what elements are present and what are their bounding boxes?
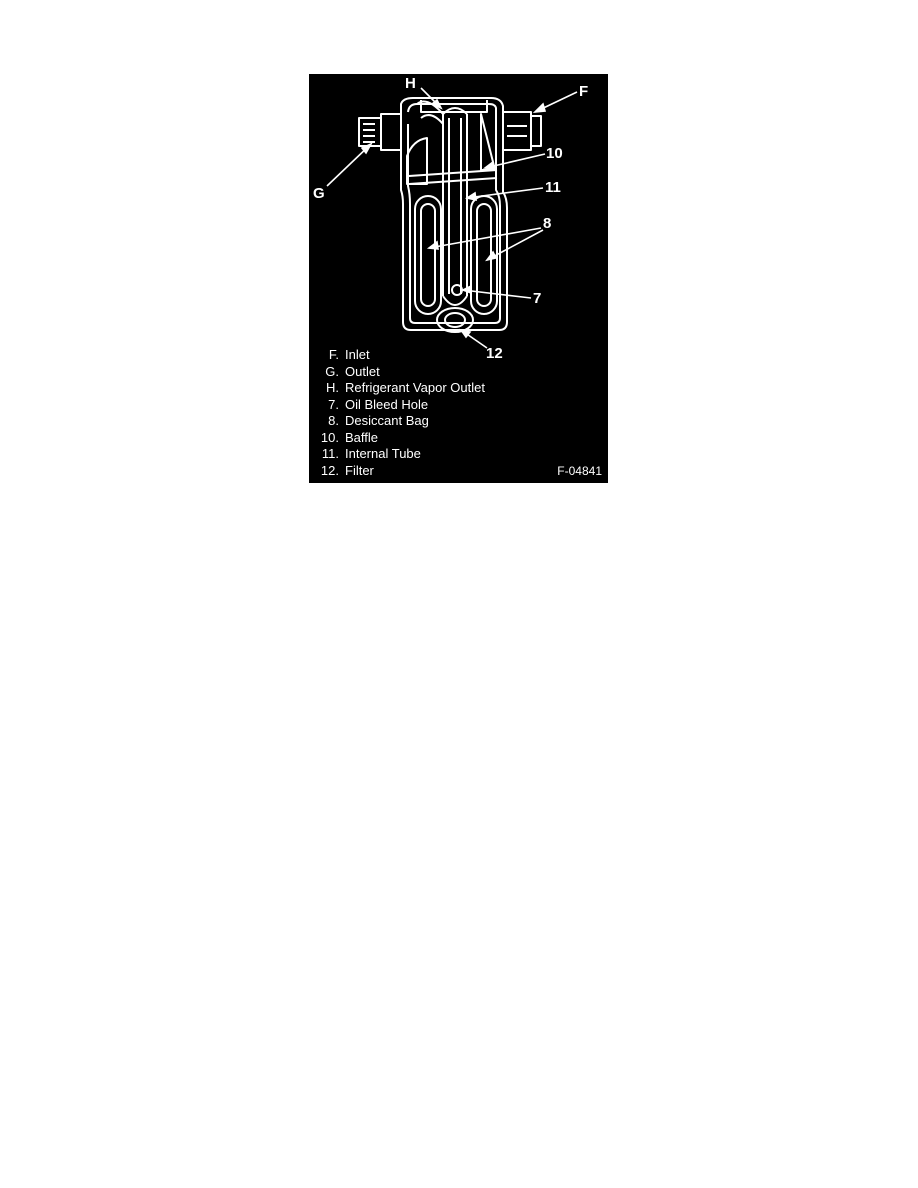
outlet-fitting bbox=[358, 113, 402, 151]
baffle-wedge bbox=[406, 137, 428, 185]
desiccant-bag-left bbox=[414, 195, 442, 315]
callout-12: 12 bbox=[486, 345, 503, 362]
legend-item: 7. Oil Bleed Hole bbox=[314, 397, 485, 414]
callout-8: 8 bbox=[543, 215, 552, 232]
internal-tube bbox=[442, 107, 468, 296]
callout-g: G bbox=[313, 185, 325, 202]
figure-id: F-04841 bbox=[557, 464, 602, 478]
callout-f: F bbox=[579, 83, 589, 100]
legend-label: Filter bbox=[345, 462, 374, 478]
legend-number: 10. bbox=[320, 429, 339, 445]
accumulator-shell bbox=[400, 97, 508, 331]
legend-item: 12. Filter bbox=[314, 463, 485, 480]
callout-10: 10 bbox=[546, 145, 563, 162]
accumulator-illustration bbox=[326, 87, 578, 349]
legend: F. Inlet G. Outlet H. Refrigerant Vapor … bbox=[314, 347, 485, 479]
vapor-outlet-pipe bbox=[416, 100, 444, 125]
baffle bbox=[408, 169, 498, 185]
filter bbox=[436, 307, 474, 333]
legend-label: Inlet bbox=[345, 347, 370, 362]
leader-10 bbox=[484, 153, 546, 169]
legend-item: 10. Baffle bbox=[314, 430, 485, 447]
callout-h: H bbox=[405, 75, 416, 92]
legend-item: F. Inlet bbox=[314, 347, 485, 364]
legend-item: 11. Internal Tube bbox=[314, 446, 485, 463]
legend-number: 12. bbox=[320, 462, 339, 478]
inlet-fitting bbox=[502, 111, 542, 151]
legend-label: Internal Tube bbox=[345, 446, 421, 461]
legend-number: F. bbox=[328, 347, 339, 362]
top-cap bbox=[420, 100, 488, 113]
legend-number: 8. bbox=[328, 413, 339, 428]
legend-number: G. bbox=[325, 363, 339, 379]
leader-7 bbox=[462, 289, 532, 299]
tube-bottom-bend bbox=[442, 295, 468, 306]
legend-item: G. Outlet bbox=[314, 364, 485, 381]
legend-item: 8. Desiccant Bag bbox=[314, 413, 485, 430]
leader-11 bbox=[466, 187, 544, 199]
legend-label: Refrigerant Vapor Outlet bbox=[345, 380, 485, 395]
legend-label: Oil Bleed Hole bbox=[345, 396, 429, 412]
legend-number: 11. bbox=[321, 446, 339, 461]
legend-number: H. bbox=[326, 380, 339, 395]
inner-shell bbox=[407, 103, 501, 324]
legend-label: Outlet bbox=[345, 363, 380, 379]
callout-7: 7 bbox=[533, 290, 542, 307]
callout-11: 11 bbox=[545, 179, 561, 196]
legend-label: Baffle bbox=[345, 429, 379, 445]
legend-item: H. Refrigerant Vapor Outlet bbox=[314, 380, 485, 397]
legend-label: Desiccant Bag bbox=[345, 413, 429, 428]
receiver-dehydrator-diagram: H F 10 G 11 8 7 12 F. Inlet G. Outlet H.… bbox=[309, 74, 608, 483]
leader-8b bbox=[486, 229, 544, 261]
leader-8a bbox=[428, 227, 542, 249]
legend-number: 7. bbox=[328, 396, 339, 412]
